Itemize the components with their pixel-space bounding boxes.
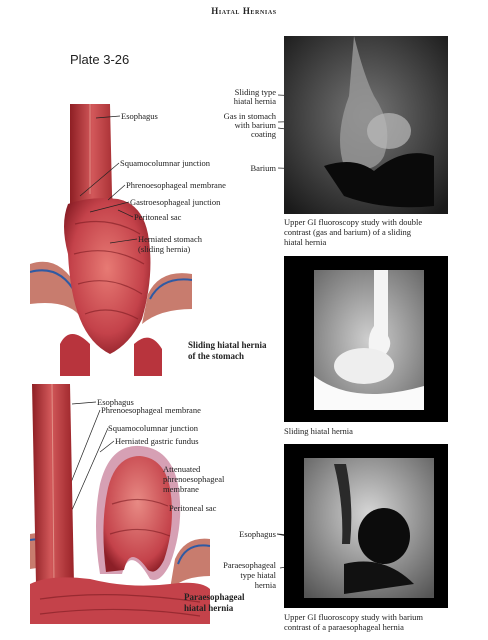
label-squamocolumnar-2: Squamocolumnar junction	[108, 423, 198, 433]
label-herniated-stomach-2: (sliding hernia)	[138, 244, 191, 254]
label-attenuated-1: Attenuated	[163, 464, 201, 474]
caption-xray3-2: contrast of a paraesophageal hernia	[284, 622, 404, 632]
label-attenuated-2: phrenoesophageal	[163, 474, 225, 484]
label-fundus-2: Herniated gastric fundus	[115, 436, 199, 446]
page-header-title: Hiatal Hernias	[211, 6, 277, 16]
caption-xray1-3: hiatal hernia	[284, 237, 327, 247]
caption-xray2: Sliding hiatal hernia	[284, 426, 353, 436]
label-barium: Barium	[250, 163, 277, 173]
paraesophageal-hernia-illustration	[30, 384, 210, 624]
label-attenuated-3: membrane	[163, 484, 199, 494]
caption-sliding-1: Sliding hiatal hernia	[188, 340, 267, 350]
label-sliding-type-1: Sliding type	[234, 87, 276, 97]
caption-paraesophageal-2: hiatal hernia	[184, 603, 234, 613]
label-esophagus-1: Esophagus	[121, 111, 158, 121]
label-herniated-stomach-1: Herniated stomach	[138, 234, 202, 244]
caption-xray1-1: Upper GI fluoroscopy study with double	[284, 217, 423, 227]
xray-double-contrast	[284, 36, 448, 214]
label-phrenoesophageal-1: Phrenoesophageal membrane	[126, 180, 226, 190]
label-peritoneal-1: Peritoneal sac	[134, 212, 182, 222]
xray-paraesophageal	[284, 444, 448, 608]
label-gastroesophageal-1: Gastroesophageal junction	[130, 197, 221, 207]
label-peritoneal-2: Peritoneal sac	[169, 503, 217, 513]
label-esophagus-2: Esophagus	[97, 397, 134, 407]
label-squamocolumnar-1: Squamocolumnar junction	[120, 158, 210, 168]
label-gas-1: Gas in stomach	[223, 111, 276, 121]
caption-sliding-2: of the stomach	[188, 351, 244, 361]
label-gas-2: with barium	[234, 120, 276, 130]
label-gas-3: coating	[250, 129, 276, 139]
label-sliding-type-2: hiatal hernia	[233, 96, 276, 106]
label-para-3: hernia	[254, 580, 276, 590]
label-phrenoesophageal-2: Phrenoesophageal membrane	[101, 405, 201, 415]
plate-number: Plate 3-26	[70, 52, 130, 67]
label-para-2: type hiatal	[240, 570, 276, 580]
caption-paraesophageal-1: Paraesophageal	[184, 592, 245, 602]
sliding-hernia-illustration	[30, 104, 192, 376]
xray-sliding-hernia	[284, 256, 448, 422]
caption-xray3-1: Upper GI fluoroscopy study with barium	[284, 612, 424, 622]
label-para-1: Paraesophageal	[223, 560, 276, 570]
label-esophagus-xray3: Esophagus	[239, 529, 276, 539]
caption-xray1-2: contrast (gas and barium) of a sliding	[284, 227, 411, 237]
